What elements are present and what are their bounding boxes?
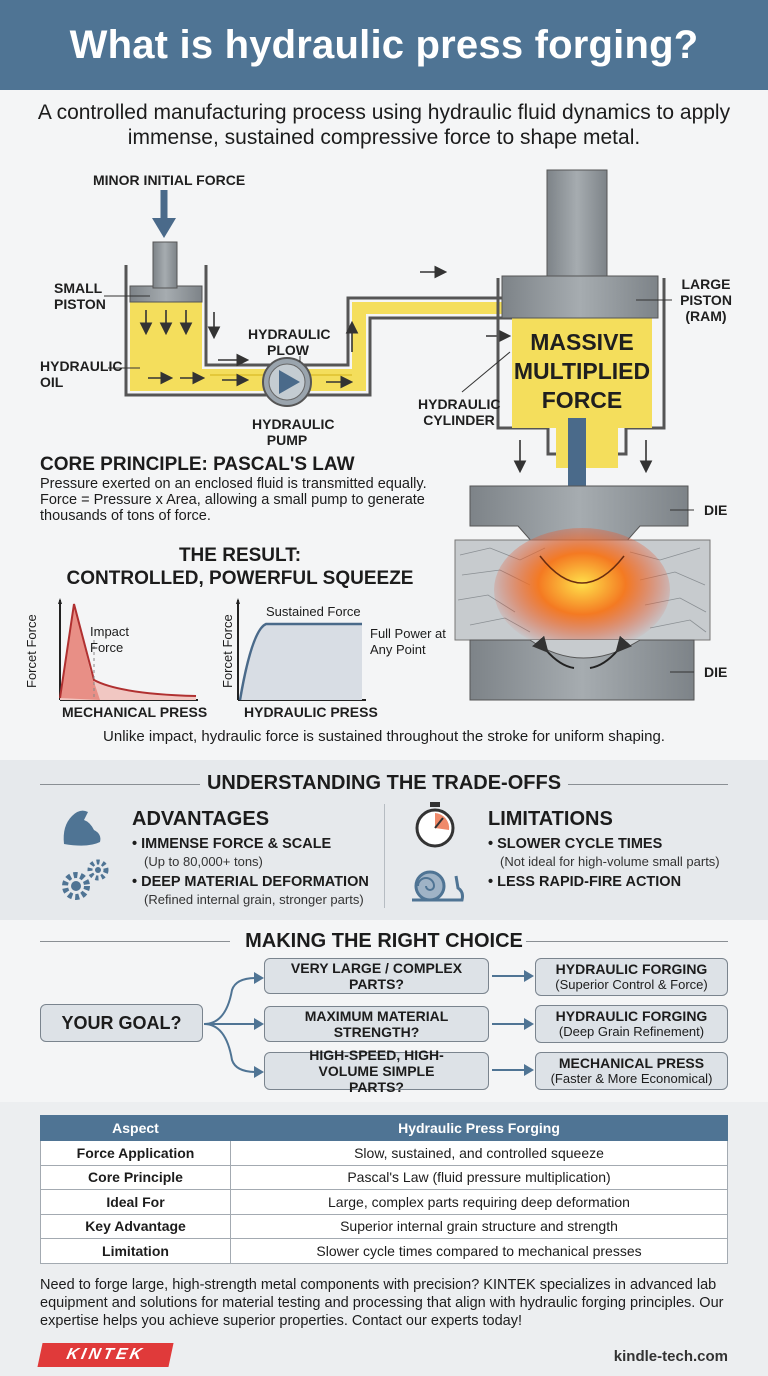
option-answer-2: HYDRAULIC FORGING (Deep Grain Refinement… <box>535 1005 728 1043</box>
table-header-hydraulic: Hydraulic Press Forging <box>230 1115 728 1141</box>
summary-table: Aspect Hydraulic Press Forging Force App… <box>40 1115 728 1264</box>
impact-force-annotation: Impact Force <box>90 624 130 655</box>
table-header-row: Aspect Hydraulic Press Forging <box>40 1115 728 1141</box>
massive-force-label: MASSIVE MULTIPLIED FORCE <box>513 329 651 413</box>
principle-line2: Force = Pressure x Area, allowing a smal… <box>40 492 425 524</box>
choice-title: MAKING THE RIGHT CHOICE <box>245 930 523 952</box>
option-question-2: MAXIMUM MATERIAL STRENGTH? <box>264 1006 489 1042</box>
option-answer-1-title: HYDRAULIC FORGING <box>555 961 708 977</box>
option-answer-3-detail: (Faster & More Economical) <box>550 1071 713 1086</box>
page-title: What is hydraulic press forging? <box>69 22 699 67</box>
option-answer-2-detail: (Deep Grain Refinement) <box>558 1024 705 1039</box>
full-power-annotation: Full Power at Any Point <box>370 626 446 657</box>
small-piston-label: SMALL PISTON <box>54 280 106 312</box>
principle-line1: Pressure exerted on an enclosed fluid is… <box>40 476 427 492</box>
limitation-1-detail: (Not ideal for high-volume small parts) <box>500 854 720 869</box>
result-title: THE RESULT: CONTROLLED, POWERFUL SQUEEZE <box>40 544 440 590</box>
decision-flow-arrows <box>203 970 534 1078</box>
mech-press-caption: MECHANICAL PRESS <box>62 704 208 720</box>
principle-title: CORE PRINCIPLE: PASCAL'S LAW <box>40 454 355 475</box>
hyd-press-caption: HYDRAULIC PRESS <box>244 704 378 720</box>
advantage-2: • DEEP MATERIAL DEFORMATION <box>132 874 369 890</box>
intro-text: A controlled manufacturing process using… <box>37 101 731 149</box>
top-die-label: DIE <box>704 502 728 518</box>
tradeoffs-section: UNDERSTANDING THE TRADE-OFFS ADVANTAGES … <box>0 760 768 920</box>
limitation-2: • LESS RAPID-FIRE ACTION <box>488 874 682 890</box>
advantage-1: • IMMENSE FORCE & SCALE <box>132 836 332 852</box>
result-title-line2: CONTROLLED, POWERFUL SQUEEZE <box>66 568 414 589</box>
snail-icon <box>412 870 464 902</box>
hydraulic-cylinder-label: HYDRAULIC CYLINDER <box>418 396 501 428</box>
option-answer-3: MECHANICAL PRESS (Faster & More Economic… <box>535 1052 728 1090</box>
table-cell: Limitation <box>40 1238 231 1264</box>
option-answer-1-detail: (Superior Control & Force) <box>555 977 708 992</box>
header-bar: What is hydraulic press forging? <box>0 0 768 90</box>
divider <box>526 941 728 942</box>
mechanical-press-chart <box>58 598 198 701</box>
divider <box>40 784 200 785</box>
goal-box: YOUR GOAL? <box>40 1004 203 1042</box>
choice-section: MAKING THE RIGHT CHOICE YOUR GOAL? VERY … <box>0 920 768 1102</box>
stroke-note: Unlike impact, hydraulic force is sustai… <box>103 728 665 745</box>
advantage-2-detail: (Refined internal grain, stronger parts) <box>144 892 364 907</box>
divider <box>40 941 230 942</box>
summary-section: Aspect Hydraulic Press Forging Force App… <box>0 1102 768 1376</box>
table-cell: Large, complex parts requiring deep defo… <box>230 1189 728 1215</box>
bicep-icon <box>63 810 101 846</box>
call-to-action: Need to forge large, high-strength metal… <box>40 1277 724 1329</box>
minor-force-label: MINOR INITIAL FORCE <box>93 172 246 188</box>
tradeoffs-title: UNDERSTANDING THE TRADE-OFFS <box>206 772 562 794</box>
hydraulic-press-chart <box>236 598 366 701</box>
hydraulic-diagram: MINOR INITIAL FORCE SMALL PISTON HYDRAUL… <box>0 160 768 750</box>
kintek-logo[interactable]: KINTEK <box>37 1343 174 1367</box>
table-cell: Core Principle <box>40 1164 231 1190</box>
table-header-aspect: Aspect <box>40 1115 231 1141</box>
result-title-line1: THE RESULT: <box>178 545 302 566</box>
hydraulic-pump-label: HYDRAULIC PUMP <box>252 416 335 448</box>
option-question-1: VERY LARGE / COMPLEX PARTS? <box>264 958 489 994</box>
advantage-1-detail: (Up to 80,000+ tons) <box>144 854 263 869</box>
table-cell: Slower cycle times compared to mechanica… <box>230 1238 728 1264</box>
gears-icon <box>62 859 109 900</box>
limitation-1: • SLOWER CYCLE TIMES <box>488 836 663 852</box>
hydraulic-oil-label: HYDRAULIC OIL <box>40 358 123 390</box>
limitations-title: LIMITATIONS <box>488 808 613 830</box>
logo-text: KINTEK <box>65 1346 147 1363</box>
hydraulic-system-illustration <box>58 169 711 701</box>
large-piston-label: LARGE PISTON (RAM) <box>680 276 732 324</box>
option-question-3: HIGH-SPEED, HIGH-VOLUME SIMPLE PARTS? <box>264 1047 489 1095</box>
hydraulic-flow-label: HYDRAULIC PLOW <box>248 326 331 358</box>
stopwatch-icon <box>415 802 455 848</box>
table-cell: Key Advantage <box>40 1213 231 1239</box>
pascal-principle: CORE PRINCIPLE: PASCAL'S LAW Pressure ex… <box>40 454 470 524</box>
website-link[interactable]: kindle-tech.com <box>613 1348 728 1365</box>
advantages-title: ADVANTAGES <box>132 808 270 830</box>
table-cell: Force Application <box>40 1140 231 1166</box>
option-answer-2-title: HYDRAULIC FORGING <box>555 1008 708 1024</box>
column-divider <box>384 804 385 908</box>
sustained-force-annotation: Sustained Force <box>266 604 361 619</box>
bottom-die-label: DIE <box>704 664 728 680</box>
mech-y-axis-label: Forcet Force <box>24 614 39 688</box>
hyd-y-axis-label: Forcet Force <box>220 614 235 688</box>
option-answer-1: HYDRAULIC FORGING (Superior Control & Fo… <box>535 958 728 996</box>
table-cell: Ideal For <box>40 1189 231 1215</box>
table-cell: Slow, sustained, and controlled squeeze <box>230 1140 728 1166</box>
table-cell: Pascal's Law (fluid pressure multiplicat… <box>230 1164 728 1190</box>
option-answer-3-title: MECHANICAL PRESS <box>558 1055 705 1071</box>
divider <box>568 784 728 785</box>
table-cell: Superior internal grain structure and st… <box>230 1213 728 1239</box>
